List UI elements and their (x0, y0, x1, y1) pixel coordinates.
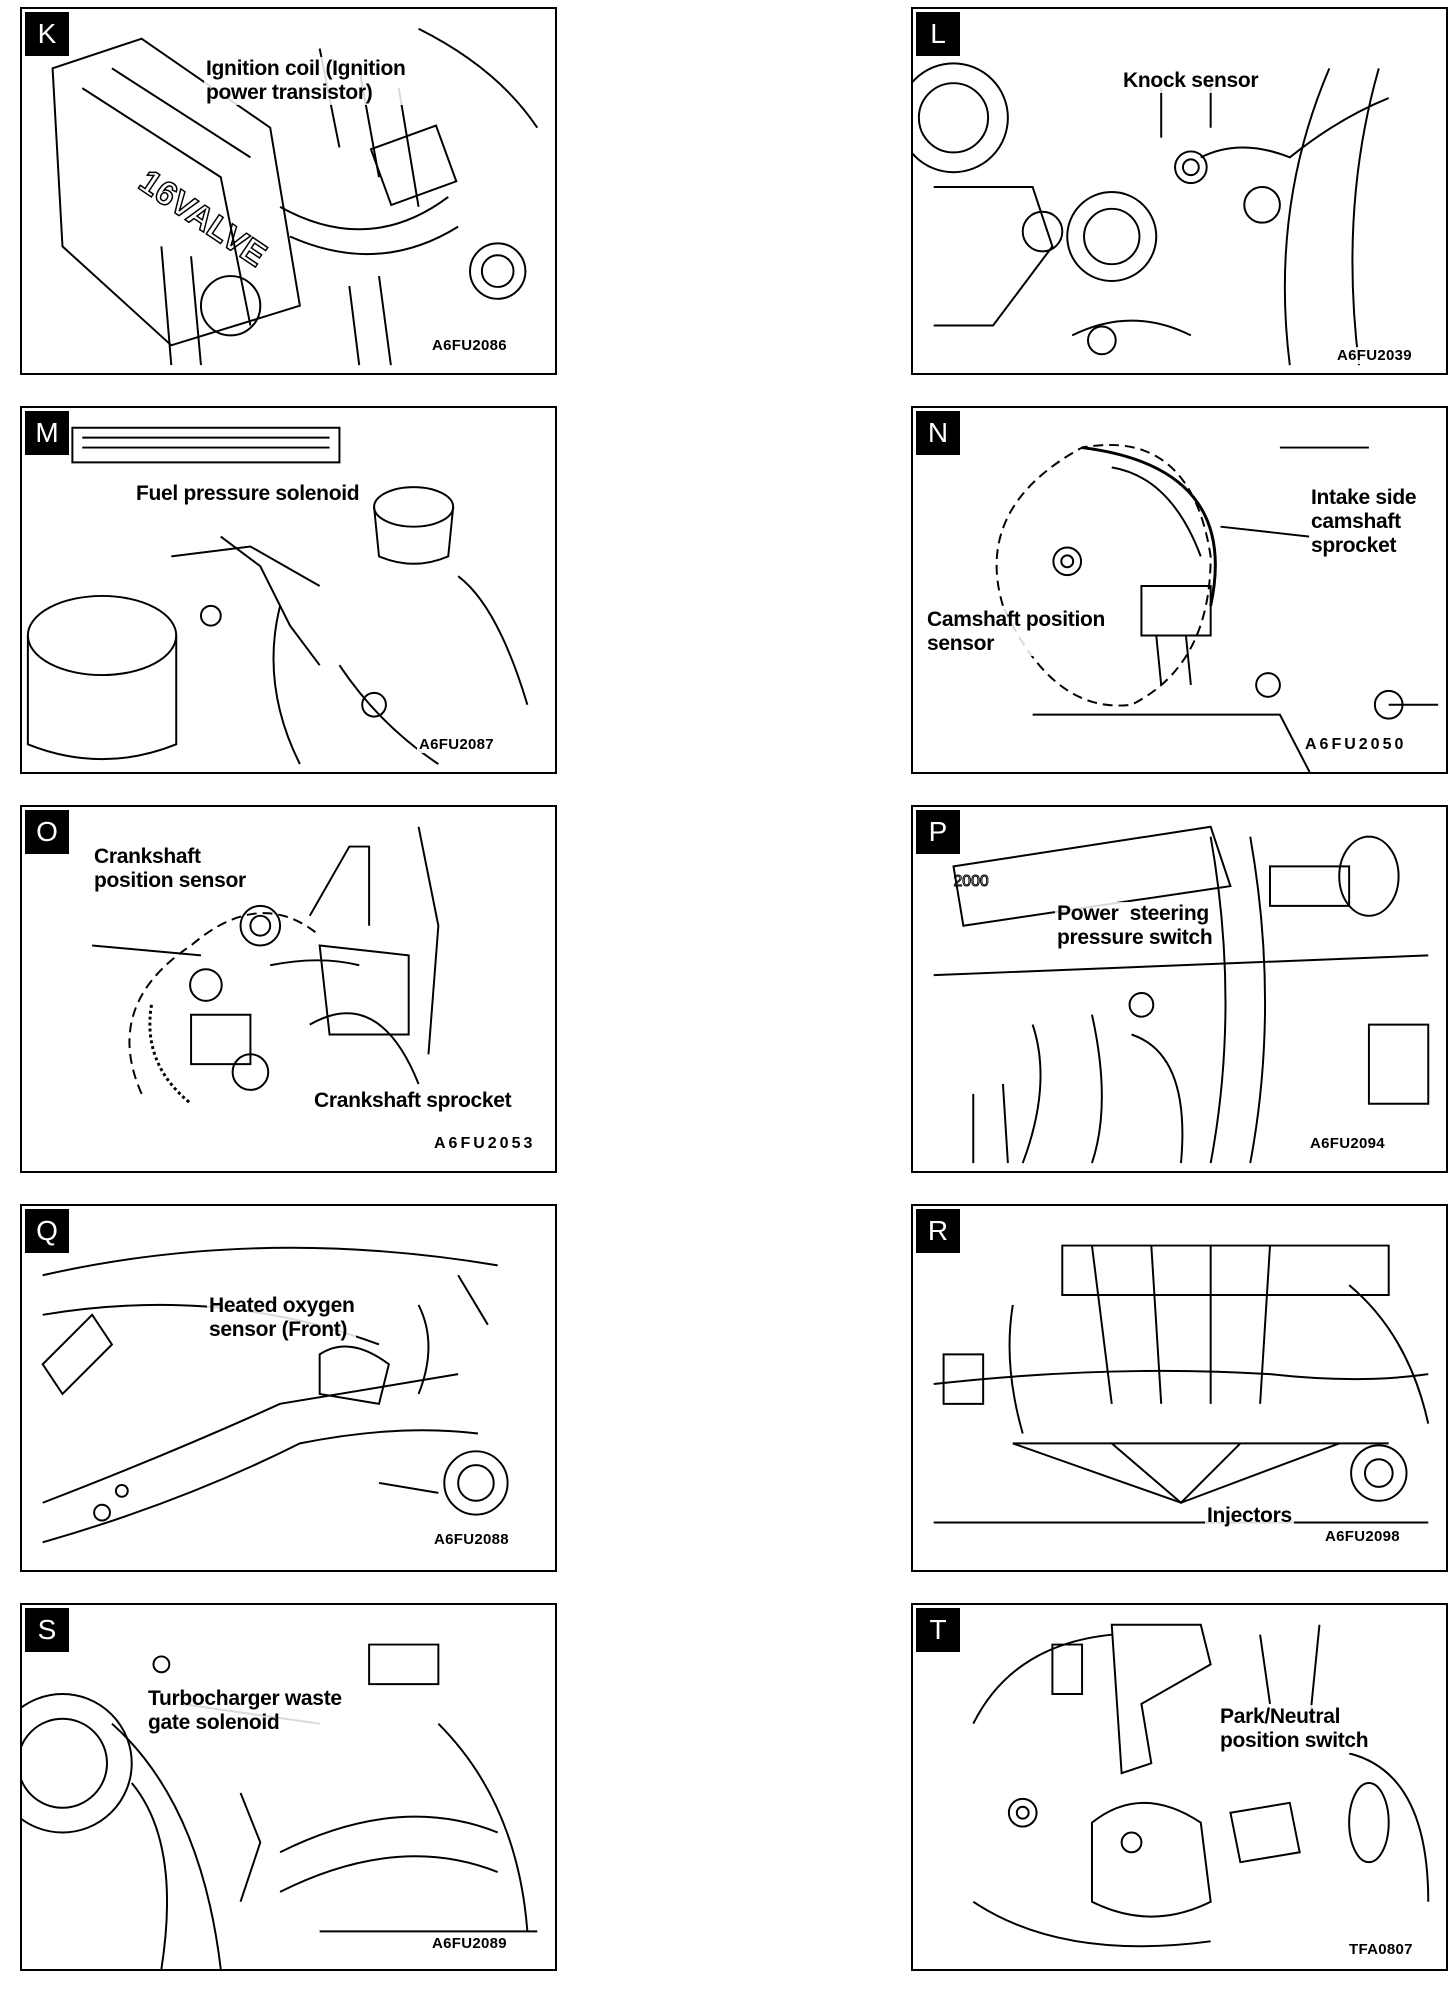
engine-illustration-q (41, 1246, 509, 1544)
panel-r: R Injectors A6FU2098 (911, 1204, 1448, 1572)
engine-illustration-l (913, 62, 1390, 366)
engine-illustration-p: 2000 (933, 825, 1430, 1164)
ignition-coil-label: Ignition coil (Ignition power transistor… (204, 57, 408, 105)
panel-letter: P (916, 810, 960, 854)
panel-letter: T (916, 1608, 960, 1652)
figure-code: A6FU2050 (1303, 736, 1409, 754)
svg-text:16VALVE: 16VALVE (132, 163, 272, 274)
figure-code: A6FU2094 (1308, 1135, 1387, 1152)
injectors-label: Injectors (1205, 1504, 1294, 1528)
panel-letter: M (25, 411, 69, 455)
panel-o: O Crankshaft position sensor Crankshaft … (20, 805, 557, 1173)
panel-m: M Fuel pressure solenoid A6FU2087 (20, 406, 557, 774)
figure-code: A6FU2086 (430, 337, 509, 354)
panel-l: L Knock sensor A6FU2039 (911, 7, 1448, 375)
panel-p: 2000 P Power steering pressure switch A6… (911, 805, 1448, 1173)
engine-illustration-k: 16VALVE (51, 27, 539, 366)
engine-illustration-m (26, 426, 529, 765)
crankshaft-sprocket-label: Crankshaft sprocket (312, 1089, 514, 1113)
panel-letter: L (916, 12, 960, 56)
crankshaft-position-sensor-label: Crankshaft position sensor (92, 845, 248, 893)
panel-letter: Q (25, 1209, 69, 1253)
fuel-pressure-solenoid-label: Fuel pressure solenoid (134, 482, 362, 506)
panel-t: T Park/Neutral position switch TFA0807 (911, 1603, 1448, 1971)
panel-q: Q Heated oxygen sensor (Front) A6FU2088 (20, 1204, 557, 1572)
engine-illustration-o (92, 826, 440, 1105)
panel-letter: K (25, 12, 69, 56)
svg-text:2000: 2000 (953, 873, 988, 890)
panel-letter: N (916, 411, 960, 455)
park-neutral-position-switch-label: Park/Neutral position switch (1218, 1705, 1371, 1753)
figure-code: A6FU2089 (430, 1935, 509, 1952)
turbocharger-waste-gate-solenoid-label: Turbocharger waste gate solenoid (146, 1687, 344, 1735)
figure-code: A6FU2087 (417, 736, 496, 753)
intake-camshaft-sprocket-label: Intake side camshaft sprocket (1309, 486, 1419, 558)
camshaft-position-sensor-label: Camshaft position sensor (925, 608, 1108, 656)
panel-letter: O (25, 810, 69, 854)
panel-letter: S (25, 1608, 69, 1652)
heated-oxygen-sensor-label: Heated oxygen sensor (Front) (207, 1294, 357, 1342)
panel-k: 16VALVE K Ignition coil (Ignition power … (20, 7, 557, 375)
engine-illustration-n (995, 443, 1439, 772)
panel-n: N Intake side camshaft sprocket Camshaft… (911, 406, 1448, 774)
engine-illustration-s (22, 1643, 538, 1969)
knock-sensor-label: Knock sensor (1121, 69, 1261, 93)
power-steering-pressure-switch-label: Power steering pressure switch (1055, 902, 1215, 950)
figure-code: A6FU2088 (432, 1531, 511, 1548)
figure-code: TFA0807 (1347, 1941, 1415, 1958)
panel-s: S Turbocharger waste gate solenoid A6FU2… (20, 1603, 557, 1971)
engine-illustration-r (933, 1244, 1430, 1524)
engine-illustration-t (972, 1623, 1430, 1948)
figure-code: A6FU2098 (1323, 1528, 1402, 1545)
figure-code: A6FU2039 (1335, 347, 1414, 364)
figure-code: A6FU2053 (432, 1135, 538, 1153)
panel-letter: R (916, 1209, 960, 1253)
